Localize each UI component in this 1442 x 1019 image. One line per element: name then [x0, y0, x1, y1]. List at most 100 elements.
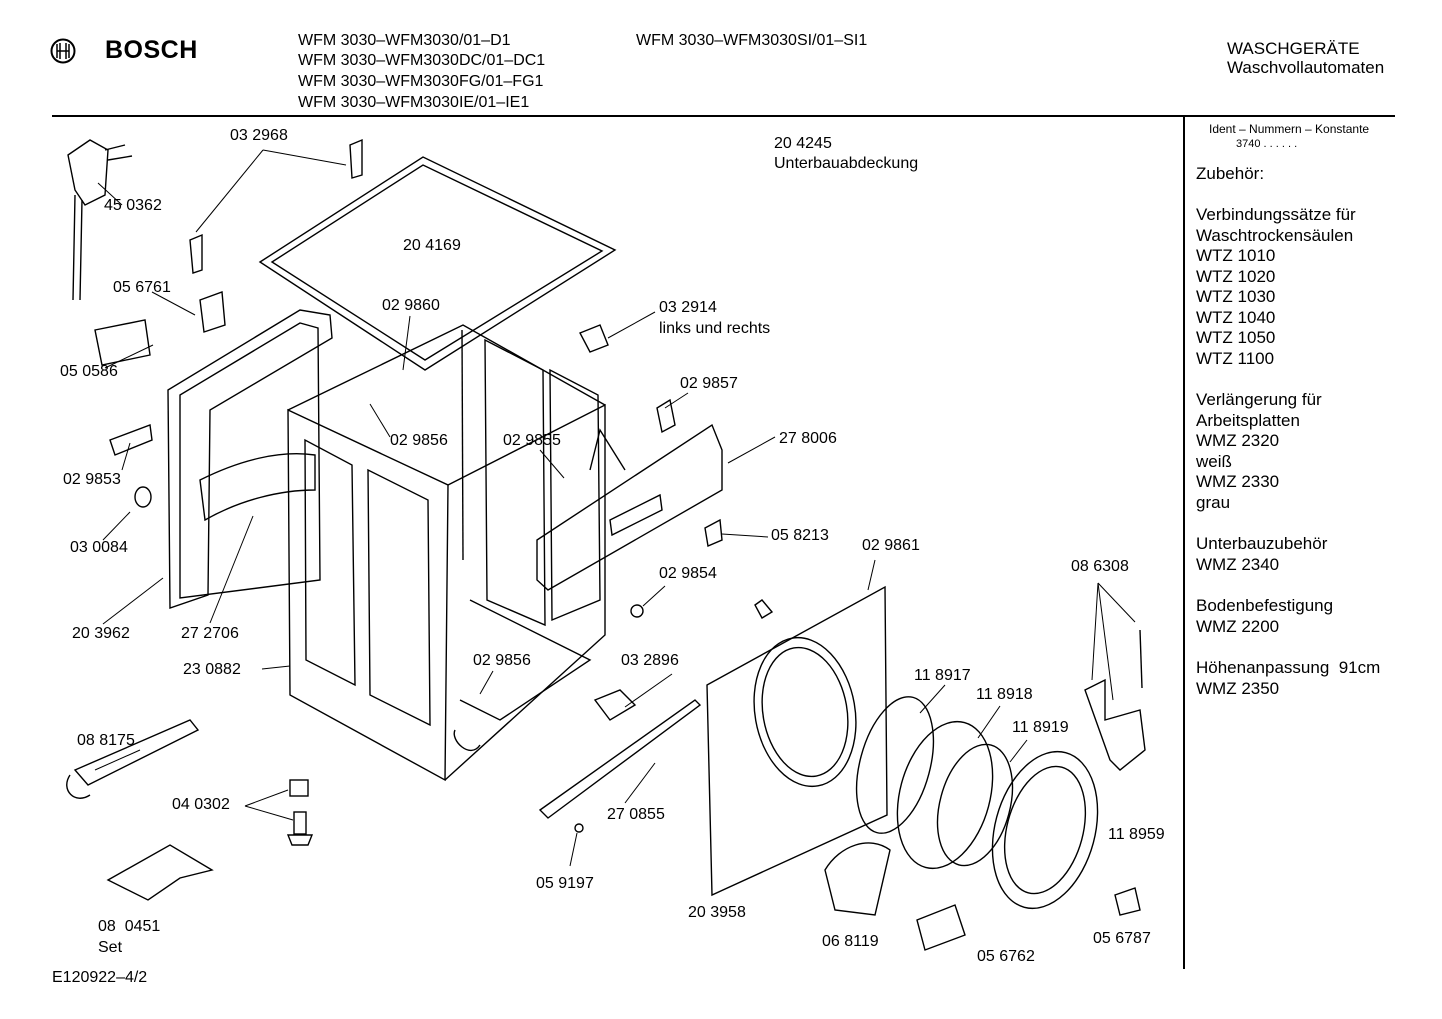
part-label: 05 0586	[60, 363, 118, 380]
accessory-line: Waschtrockensäulen	[1196, 225, 1354, 245]
part-label: 08 6308	[1071, 558, 1129, 575]
accessory-line: WMZ 2200	[1196, 616, 1280, 636]
brand-name: BOSCH	[105, 36, 198, 64]
part-label: 23 0882	[183, 661, 241, 678]
part-label: 02 9853	[63, 471, 121, 488]
model-line-1: WFM 3030–WFM3030/01–D1	[298, 32, 511, 49]
transport-bracket	[106, 844, 214, 901]
category-subtitle: Waschvollautomaten	[1227, 58, 1385, 77]
part-label: 03 2968	[230, 127, 288, 144]
mains-plug	[67, 139, 133, 301]
front-panel	[706, 585, 888, 897]
switch-block	[199, 291, 226, 333]
cabinet-body	[287, 324, 606, 782]
filter-cylinder	[94, 319, 151, 366]
accessory-line: WMZ 2350	[1196, 678, 1280, 698]
model-line-right: WFM 3030–WFM3030SI/01–SI1	[636, 32, 868, 49]
bosch-logo-icon	[50, 38, 76, 64]
corner-clip	[579, 324, 609, 353]
latch-part	[656, 398, 676, 434]
wrench-icon	[66, 719, 200, 799]
accessory-line: Unterbauzubehör	[1196, 534, 1328, 553]
part-label: 02 9856	[473, 652, 531, 669]
part-description: Unterbauabdeckung	[774, 155, 919, 172]
hook-bracket	[109, 424, 153, 456]
accessories-title: Zubehör:	[1196, 164, 1265, 183]
part-label: 03 0084	[70, 539, 128, 556]
drawing-id: E120922–4/2	[52, 969, 148, 986]
exploded-parts-drawing	[66, 138, 1146, 951]
accessory-line: WTZ 1100	[1196, 348, 1275, 368]
part-label: 11 8919	[1012, 719, 1069, 736]
part-label: 06 8119	[822, 933, 879, 950]
grommet	[630, 604, 644, 618]
accessory-line: Bodenbefestigung	[1196, 596, 1334, 615]
part-label: 20 4169	[403, 237, 461, 254]
hinge-pin	[1139, 629, 1143, 689]
part-label: 02 9860	[382, 297, 440, 314]
accessory-group-connection-kits: Verbindungssätze für Waschtrockensäulen …	[1196, 205, 1356, 369]
accessory-line: Arbeitsplatten	[1196, 410, 1300, 430]
leader-lines	[94, 149, 1136, 867]
part-label: 11 8959	[1108, 826, 1165, 843]
accessory-group-floor-mount: Bodenbefestigung WMZ 2200	[1196, 596, 1333, 637]
accessory-line: WTZ 1040	[1196, 307, 1276, 327]
accessory-line: Verlängerung für	[1196, 390, 1322, 409]
sidebar-divider	[1183, 117, 1185, 969]
side-panel	[167, 309, 333, 609]
accessory-line: WTZ 1050	[1196, 328, 1276, 347]
part-label: 03 2914	[659, 299, 717, 316]
part-label: 02 9857	[680, 375, 738, 392]
door-handle	[824, 842, 891, 916]
part-label: 05 6761	[113, 279, 171, 296]
model-line-2: WFM 3030–WFM3030DC/01–DC1	[298, 52, 546, 69]
part-label: 08 8175	[77, 732, 135, 749]
levelling-foot	[286, 779, 314, 846]
part-description: links und rechts	[659, 320, 771, 337]
accessory-line: WTZ 1010	[1196, 246, 1276, 265]
hinge-bracket	[1084, 678, 1146, 771]
part-label: 05 6787	[1093, 930, 1151, 947]
part-label: 02 9856	[390, 432, 448, 449]
accessory-group-worktop: Verlängerung für Arbeitsplatten WMZ 2320…	[1196, 390, 1322, 513]
part-label: 27 0855	[607, 806, 665, 823]
door-rings	[855, 696, 1099, 910]
part-label: 02 9855	[503, 432, 561, 449]
part-label: 27 8006	[779, 430, 837, 447]
control-panel	[536, 423, 723, 591]
clip-top	[349, 138, 363, 179]
part-label: 08 0451	[98, 918, 161, 935]
model-line-3: WFM 3030–WFM3030FG/01–FG1	[298, 73, 544, 90]
accessory-group-underbuild: Unterbauzubehör WMZ 2340	[1196, 534, 1327, 575]
door-catch	[593, 689, 637, 721]
part-description: Set	[98, 939, 123, 956]
small-cover	[1114, 887, 1141, 916]
accessory-group-height: Höhenanpassung 91cm WMZ 2350	[1196, 658, 1380, 699]
ident-value: 3740 . . . . . .	[1236, 138, 1298, 150]
header-divider	[52, 115, 1395, 117]
part-label: 05 9197	[536, 875, 594, 892]
accessory-line: WTZ 1020	[1196, 266, 1276, 286]
part-label: 05 6762	[977, 948, 1035, 965]
part-label: 04 0302	[172, 796, 230, 813]
accessory-line: Verbindungssätze für	[1196, 205, 1356, 224]
accessory-line: WTZ 1030	[1196, 287, 1276, 306]
part-label: 03 2896	[621, 652, 679, 669]
part-label: 20 3958	[688, 904, 746, 921]
part-label: 20 3962	[72, 625, 130, 642]
category-title: WASCHGERÄTE	[1227, 39, 1360, 58]
part-label: 02 9861	[862, 537, 920, 554]
part-label: 27 2706	[181, 625, 239, 642]
part-label: 05 8213	[771, 527, 829, 544]
part-label: 45 0362	[104, 197, 162, 214]
model-line-4: WFM 3030–WFM3030IE/01–IE1	[298, 94, 530, 111]
accessory-line: WMZ 2340	[1196, 554, 1280, 574]
accessory-line: grau	[1196, 492, 1231, 512]
top-cover	[258, 156, 617, 371]
ident-label: Ident – Nummern – Konstante	[1209, 122, 1370, 136]
rail-strut	[538, 699, 702, 819]
part-label: 20 4245	[774, 135, 832, 152]
cap-part	[134, 486, 152, 508]
accessory-line: WMZ 2320	[1196, 431, 1280, 450]
screw	[574, 823, 584, 833]
